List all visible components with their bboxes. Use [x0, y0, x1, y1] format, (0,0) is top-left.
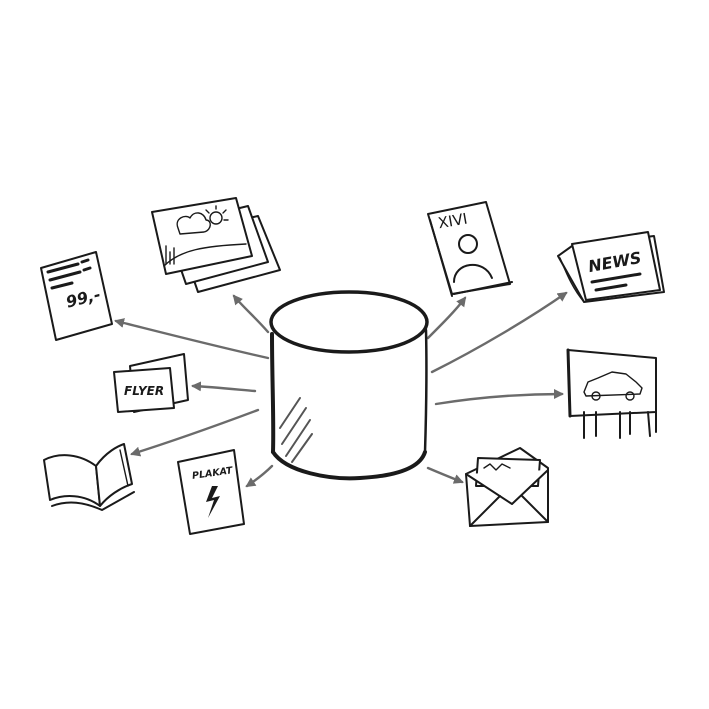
envelope-icon [465, 447, 549, 527]
database-cylinder-icon [269, 290, 429, 481]
photo-stack-icon [151, 197, 281, 293]
arrow-to-photos [232, 294, 270, 334]
flyer-icon: FLYER [113, 353, 189, 413]
magazine-title: XIVI [437, 210, 469, 233]
magazine-icon: XIVI [427, 201, 513, 297]
arrow-to-price-list [114, 318, 270, 360]
connection-arrows [114, 291, 568, 488]
flyer-label: FLYER [124, 384, 164, 398]
newspaper-icon: NEWS [557, 231, 665, 303]
arrow-to-newspaper [430, 291, 568, 374]
arrow-to-mail [426, 466, 464, 484]
open-book-icon [43, 443, 135, 511]
arrow-to-magazine [426, 296, 467, 340]
billboard-icon [566, 348, 657, 439]
price-sheet-icon: 99,- [40, 251, 113, 341]
poster-icon: PLAKAT [177, 449, 245, 535]
arrow-to-book [130, 408, 260, 457]
arrow-to-poster [245, 464, 274, 488]
arrow-to-flyer [191, 381, 257, 393]
arrow-to-billboard [434, 389, 564, 406]
